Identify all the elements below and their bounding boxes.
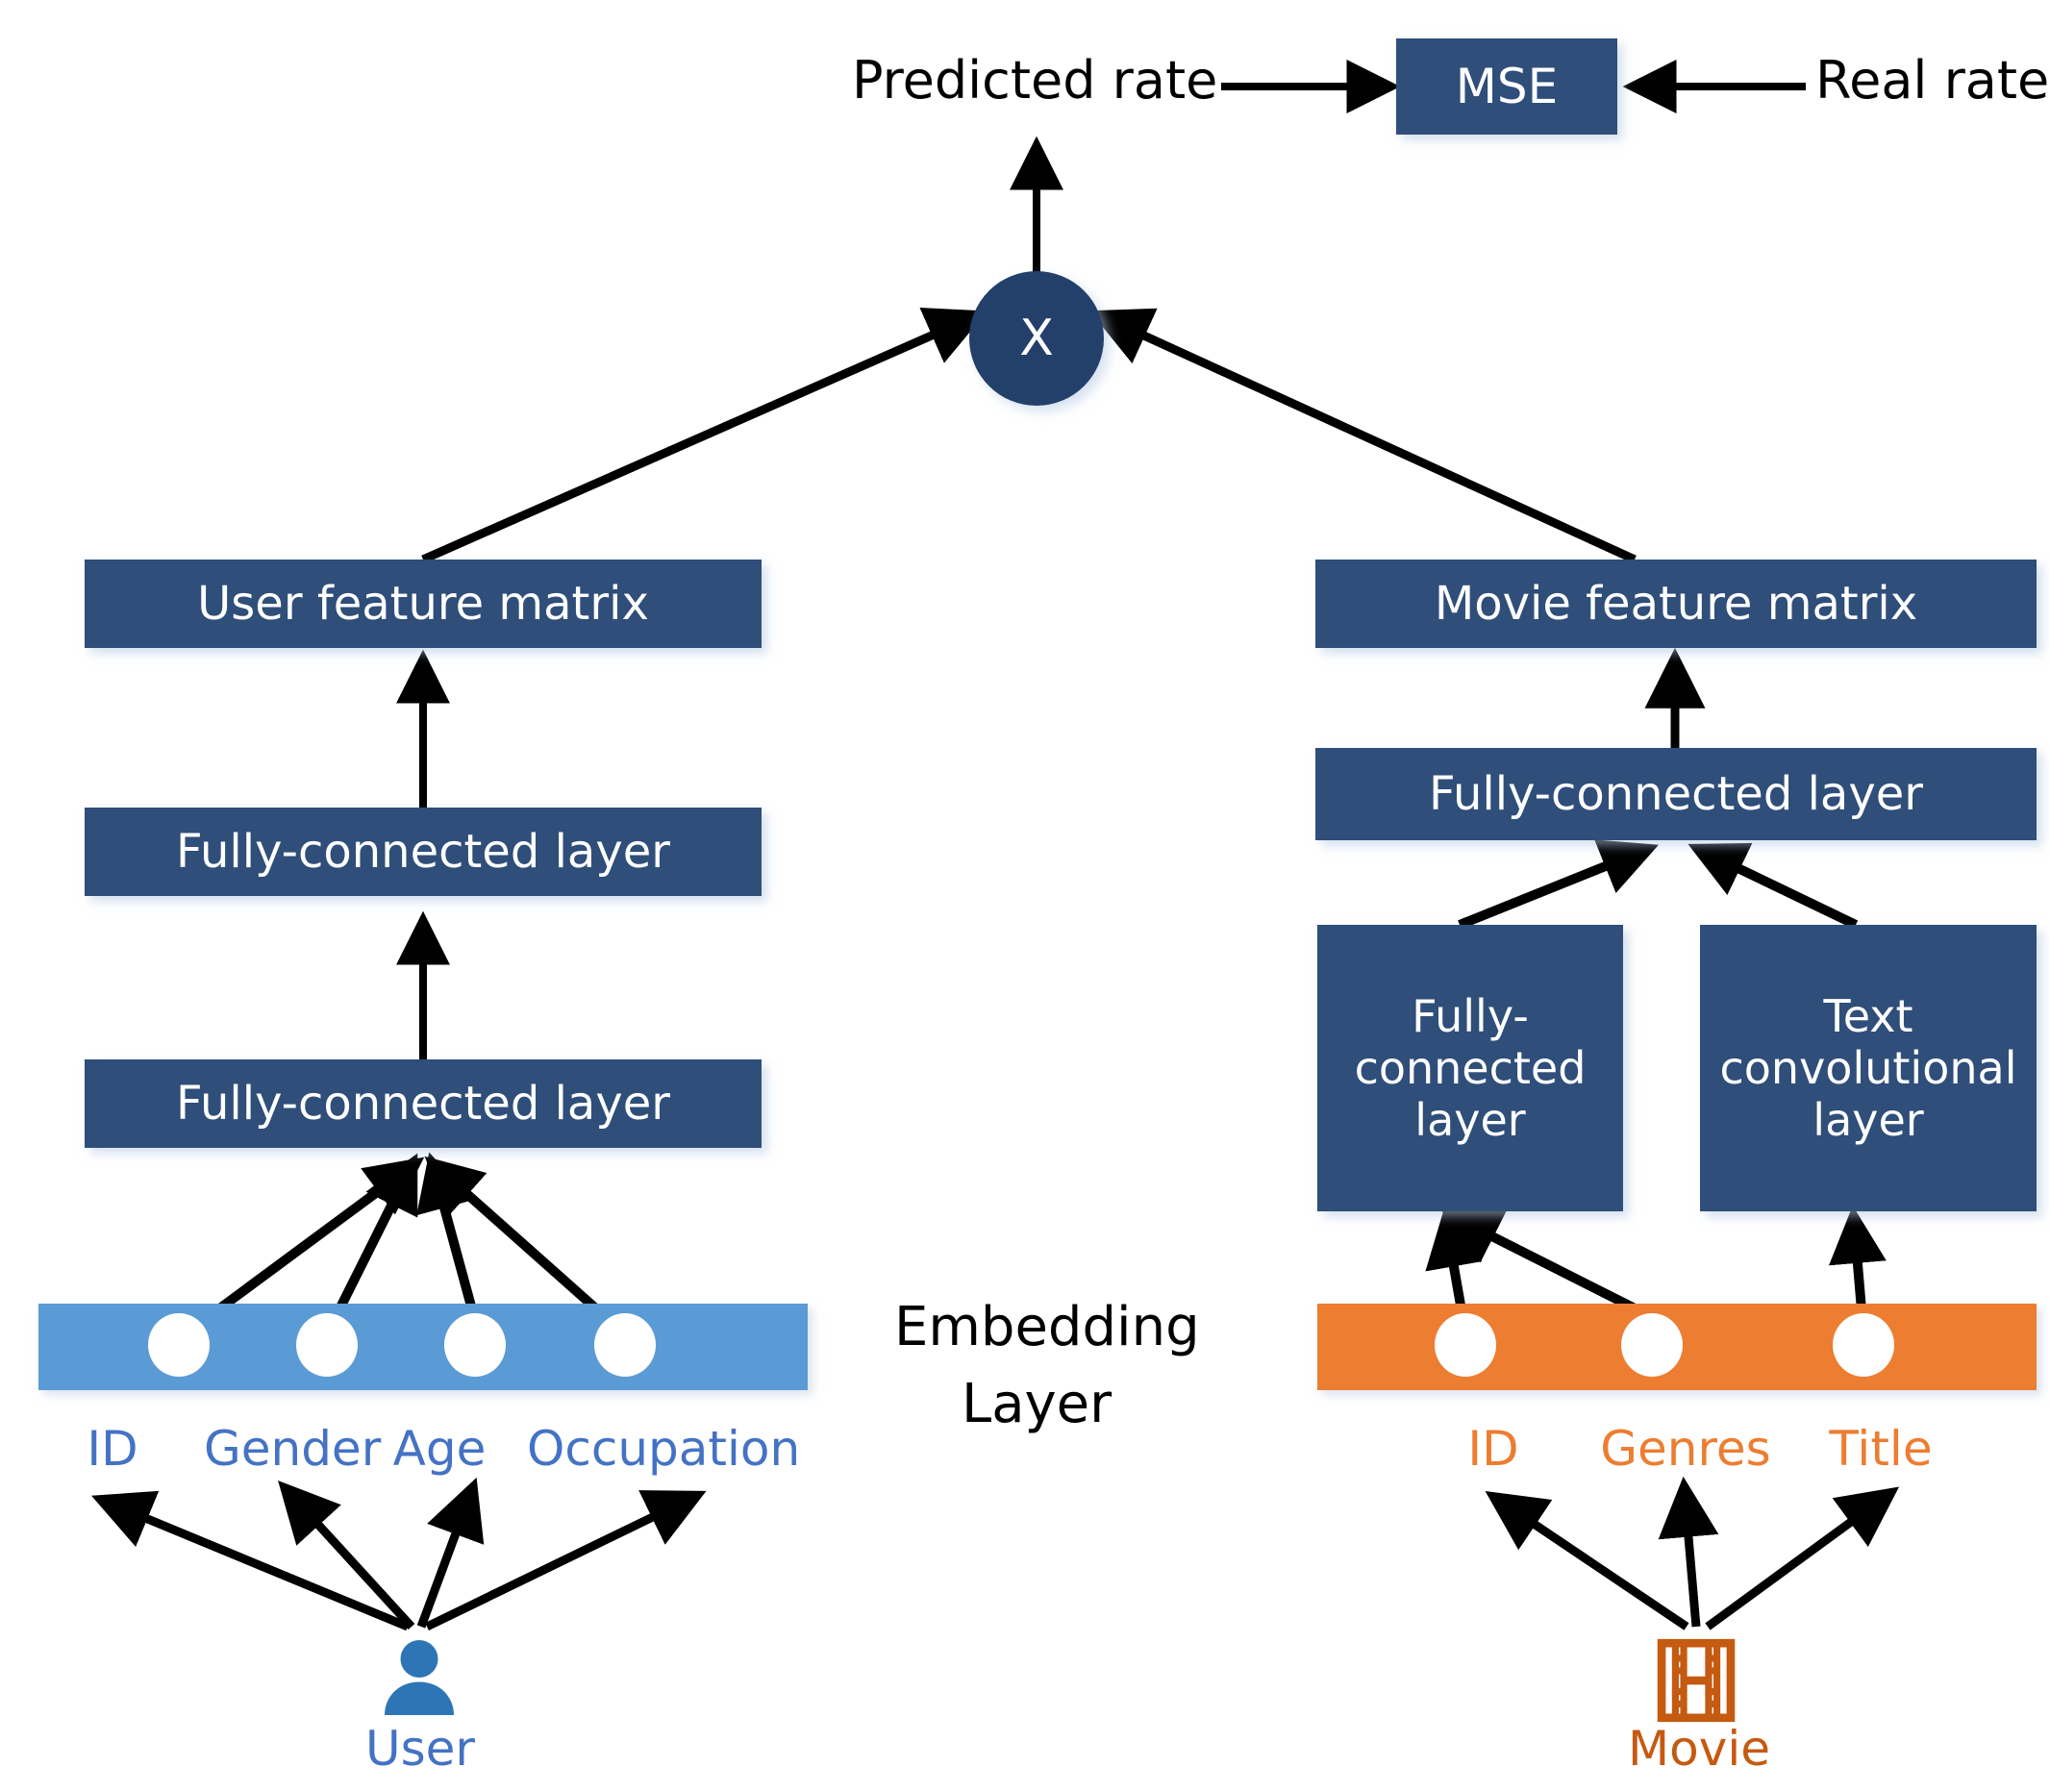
movie-text-conv-line3: layer <box>1812 1094 1924 1147</box>
user-feature-label-gender: Gender <box>204 1421 382 1477</box>
movie-text-conv-line2: convolutional <box>1719 1041 2017 1094</box>
predicted-rate-label: Predicted rate <box>852 50 1218 111</box>
movie-feature-label-title: Title <box>1829 1421 1933 1477</box>
user-embedding-bar <box>38 1304 808 1390</box>
movie-fc-left-line1: Fully- <box>1412 989 1529 1042</box>
user-feature-label-id: ID <box>87 1421 138 1477</box>
arrow-user-to-label-age <box>416 1477 485 1629</box>
user-entity-label: User <box>365 1721 475 1777</box>
movie-text-conv-line1: Text <box>1823 989 1913 1042</box>
user-embedding-dot-id <box>148 1313 210 1377</box>
arrow-movie-embed-genres <box>1441 1210 1655 1322</box>
movie-embedding-dot-id <box>1435 1313 1496 1377</box>
user-fc-upper-label: Fully-connected layer <box>176 824 670 879</box>
user-fc-upper-box: Fully-connected layer <box>85 808 762 896</box>
movie-text-conv-box: Text convolutional layer <box>1700 925 2037 1211</box>
movie-feature-label-id: ID <box>1467 1421 1519 1477</box>
movie-feature-matrix-box: Movie feature matrix <box>1315 560 2037 648</box>
movie-embedding-dot-title <box>1833 1313 1894 1377</box>
movie-fc-top-label: Fully-connected layer <box>1429 766 1923 821</box>
user-feature-label-age: Age <box>392 1421 487 1477</box>
movie-feature-matrix-label: Movie feature matrix <box>1434 576 1918 631</box>
arrow-movie-to-label-title <box>1705 1486 1900 1630</box>
user-feature-matrix-label: User feature matrix <box>197 576 649 631</box>
user-fc-lower-box: Fully-connected layer <box>85 1059 762 1148</box>
mse-label: MSE <box>1455 58 1559 114</box>
user-feature-label-occupation: Occupation <box>527 1421 801 1477</box>
user-icon-holder <box>373 1634 465 1727</box>
embedding-layer-label-line2: Layer <box>962 1373 1112 1435</box>
arrow-movie-fcleft-to-fctop <box>1458 839 1659 930</box>
multiply-node: X <box>969 271 1104 406</box>
mse-box: MSE <box>1396 38 1617 135</box>
person-icon <box>385 1640 454 1715</box>
movie-fc-left-line3: layer <box>1414 1094 1526 1147</box>
arrow-movie-to-label-genres <box>1658 1476 1719 1628</box>
arrow-movie-matrix-to-x <box>1089 308 1637 564</box>
arrow-user-to-label-occupation <box>425 1490 707 1631</box>
user-feature-matrix-box: User feature matrix <box>85 560 762 648</box>
user-embedding-dot-occupation <box>594 1313 656 1377</box>
movie-feature-label-genres: Genres <box>1600 1421 1771 1477</box>
arrow-user-to-label-id <box>91 1490 410 1631</box>
embedding-layer-label-line1: Embedding <box>894 1296 1200 1358</box>
movie-fc-left-box: Fully- connected layer <box>1317 925 1623 1211</box>
movie-fc-left-line2: connected <box>1354 1041 1587 1094</box>
movie-embedding-bar <box>1317 1304 2037 1390</box>
arrow-movie-textconv-to-fctop <box>1688 842 1859 930</box>
multiply-label: X <box>1019 310 1054 367</box>
film-strip-icon <box>1657 1638 1736 1723</box>
movie-embedding-dot-genres <box>1621 1313 1683 1377</box>
movie-fc-top-box: Fully-connected layer <box>1315 748 2037 840</box>
user-embedding-dot-gender <box>296 1313 358 1377</box>
arrow-movie-to-label-id <box>1485 1490 1689 1630</box>
real-rate-label: Real rate <box>1815 50 2050 111</box>
user-embedding-dot-age <box>444 1313 506 1377</box>
movie-icon-holder <box>1652 1636 1740 1725</box>
movie-entity-label: Movie <box>1628 1721 1770 1777</box>
arrow-user-matrix-to-x <box>421 308 988 564</box>
user-fc-lower-label: Fully-connected layer <box>176 1076 670 1131</box>
arrow-user-to-label-gender <box>278 1481 415 1630</box>
